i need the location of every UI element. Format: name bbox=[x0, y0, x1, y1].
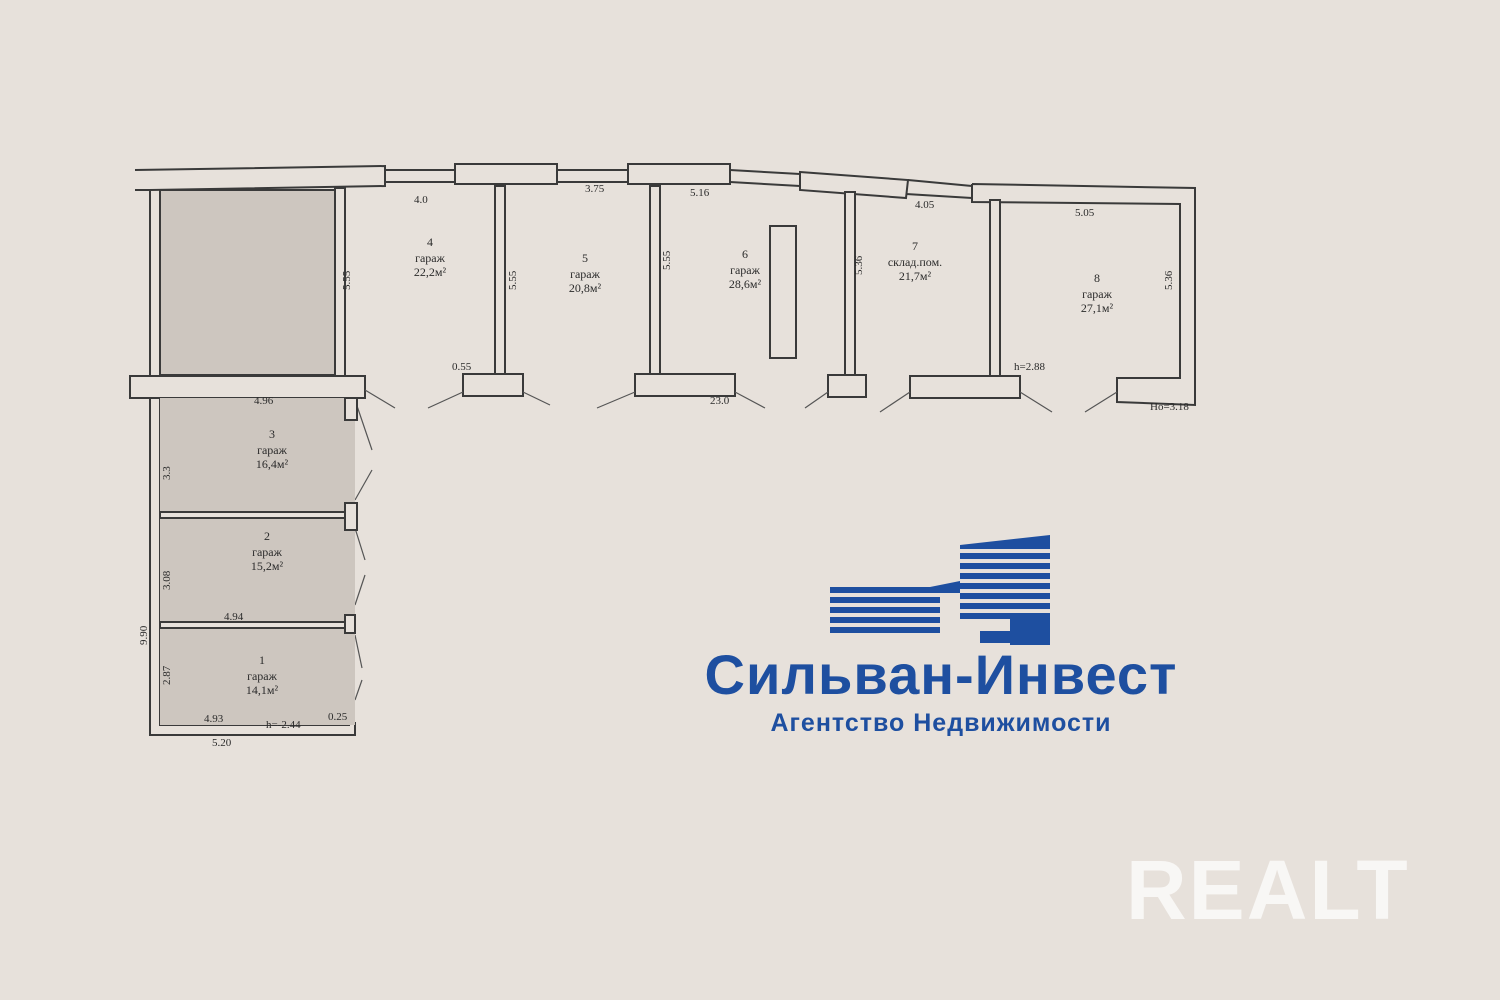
dim-label: 5.05 bbox=[1075, 207, 1095, 219]
logo-company-name: Сильван-Инвест bbox=[704, 643, 1178, 706]
room-4-number: 4 bbox=[427, 235, 433, 249]
dim-label: 5.55 bbox=[661, 250, 673, 270]
room-6-number: 6 bbox=[742, 247, 748, 261]
room-7-area: 21,7м² bbox=[899, 269, 932, 283]
dim-label: 5.20 bbox=[212, 737, 232, 749]
dim-label: h=2.88 bbox=[1014, 361, 1045, 373]
room-2-number: 2 bbox=[264, 529, 270, 543]
dim-label: h=-2.44 bbox=[266, 719, 301, 731]
room-2-area: 15,2м² bbox=[251, 559, 284, 573]
room-labels: 4 гараж 22,2м² 5 гараж 20,8м² 6 гараж 28… bbox=[246, 235, 1114, 697]
realt-watermark: REALT bbox=[1126, 843, 1410, 937]
company-logo: Сильван-Инвест Агентство Недвижимости bbox=[680, 535, 1200, 755]
room-1-area: 14,1м² bbox=[246, 683, 279, 697]
outer-walls bbox=[134, 163, 1196, 407]
room-5-area: 20,8м² bbox=[569, 281, 602, 295]
dim-label: 3.3 bbox=[161, 466, 173, 480]
room-7-name: склад.пом. bbox=[888, 255, 942, 269]
dim-label: 5.55 bbox=[507, 270, 519, 290]
dim-label: 23.0 bbox=[710, 395, 730, 407]
dim-label: 9.90 bbox=[138, 625, 150, 645]
left-wing bbox=[149, 397, 358, 736]
logo-tagline: Агентство Недвижимости bbox=[770, 709, 1112, 737]
room-3-number: 3 bbox=[269, 427, 275, 441]
dim-label: 4.05 bbox=[915, 199, 935, 211]
bottom-wall-pieces bbox=[129, 373, 1021, 399]
dim-label: 3.08 bbox=[161, 570, 173, 590]
room-5-name: гараж bbox=[570, 267, 601, 281]
room-4-area: 22,2м² bbox=[414, 265, 447, 279]
dim-label: 4.93 bbox=[204, 713, 224, 725]
room-8-number: 8 bbox=[1094, 271, 1100, 285]
partition-walls bbox=[334, 185, 1001, 378]
room-5-number: 5 bbox=[582, 251, 588, 265]
room-8-name: гараж bbox=[1082, 287, 1113, 301]
building-logo-icon bbox=[830, 535, 1050, 645]
dimension-labels: 4.0 3.75 5.16 4.05 5.05 5.55 5.55 5.55 5… bbox=[138, 183, 1189, 749]
dim-label: 4.96 bbox=[254, 395, 274, 407]
dim-label: 3.75 bbox=[585, 183, 605, 195]
dim-label: 2.87 bbox=[161, 665, 173, 685]
room-1-name: гараж bbox=[247, 669, 278, 683]
room-3-name: гараж bbox=[257, 443, 288, 457]
dim-label: 5.16 bbox=[690, 187, 710, 199]
dim-label: 5.36 bbox=[1163, 270, 1175, 290]
dim-label: 4.0 bbox=[414, 194, 428, 206]
room-8-area: 27,1м² bbox=[1081, 301, 1114, 315]
room-2-name: гараж bbox=[252, 545, 283, 559]
dim-label: 0.55 bbox=[452, 361, 472, 373]
room-unlabeled bbox=[159, 189, 336, 376]
room-3-area: 16,4м² bbox=[256, 457, 289, 471]
dim-label: 4.94 bbox=[224, 611, 244, 623]
dim-label: 5.36 bbox=[853, 255, 865, 275]
dim-label: 5.55 bbox=[341, 270, 353, 290]
room-1-number: 1 bbox=[259, 653, 265, 667]
room-6-name: гараж bbox=[730, 263, 761, 277]
dim-label: 0.25 bbox=[328, 711, 348, 723]
room-7-number: 7 bbox=[912, 239, 918, 253]
room-4-name: гараж bbox=[415, 251, 446, 265]
room-6-area: 28,6м² bbox=[729, 277, 762, 291]
door-lines bbox=[354, 389, 1118, 701]
dim-label: Ho=3.18 bbox=[1150, 401, 1189, 413]
